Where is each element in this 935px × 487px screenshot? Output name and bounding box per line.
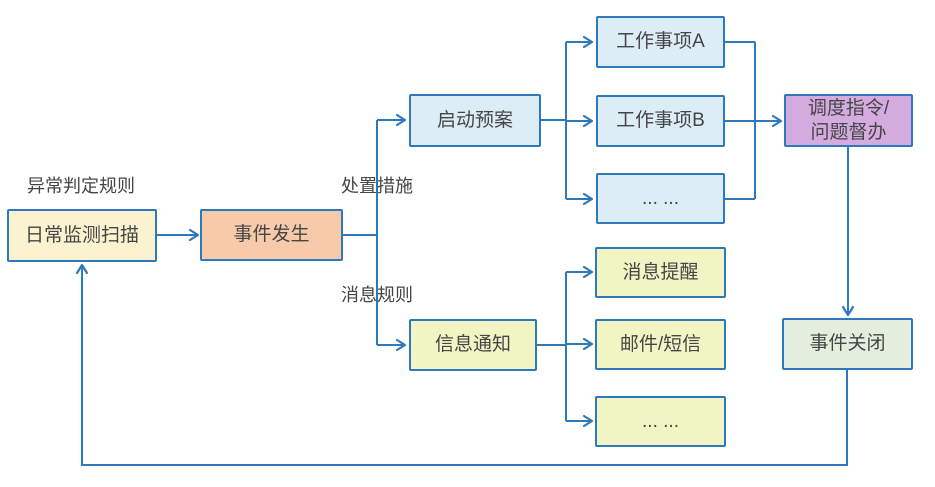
label-message-rule: 消息规则: [341, 285, 413, 305]
node-work-item-b: 工作事项B: [596, 95, 725, 147]
node-mail-sms: 邮件/短信: [595, 319, 726, 370]
label-anomaly-rule: 异常判定规则: [27, 176, 135, 196]
node-event-close: 事件关闭: [782, 318, 913, 370]
label-disposal-measures: 处置措施: [341, 176, 413, 196]
edge-close-feedback-loop: [75, 263, 848, 466]
node-msg-remind: 消息提醒: [595, 247, 726, 298]
node-work-item-a: 工作事项A: [596, 16, 725, 68]
node-start-plan: 启动预案: [409, 94, 541, 147]
node-work-item-more: ... ...: [596, 173, 725, 224]
node-info-notify: 信息通知: [409, 319, 537, 371]
node-daily-monitor-scan: 日常监测扫描: [7, 209, 157, 262]
node-event-occur: 事件发生: [200, 209, 343, 261]
node-dispatch-order: 调度指令/ 问题督办: [784, 94, 913, 147]
dispatch-line1: 调度指令/: [807, 97, 890, 119]
node-msg-more: ... ...: [595, 396, 726, 447]
dispatch-line2: 问题督办: [810, 121, 887, 143]
